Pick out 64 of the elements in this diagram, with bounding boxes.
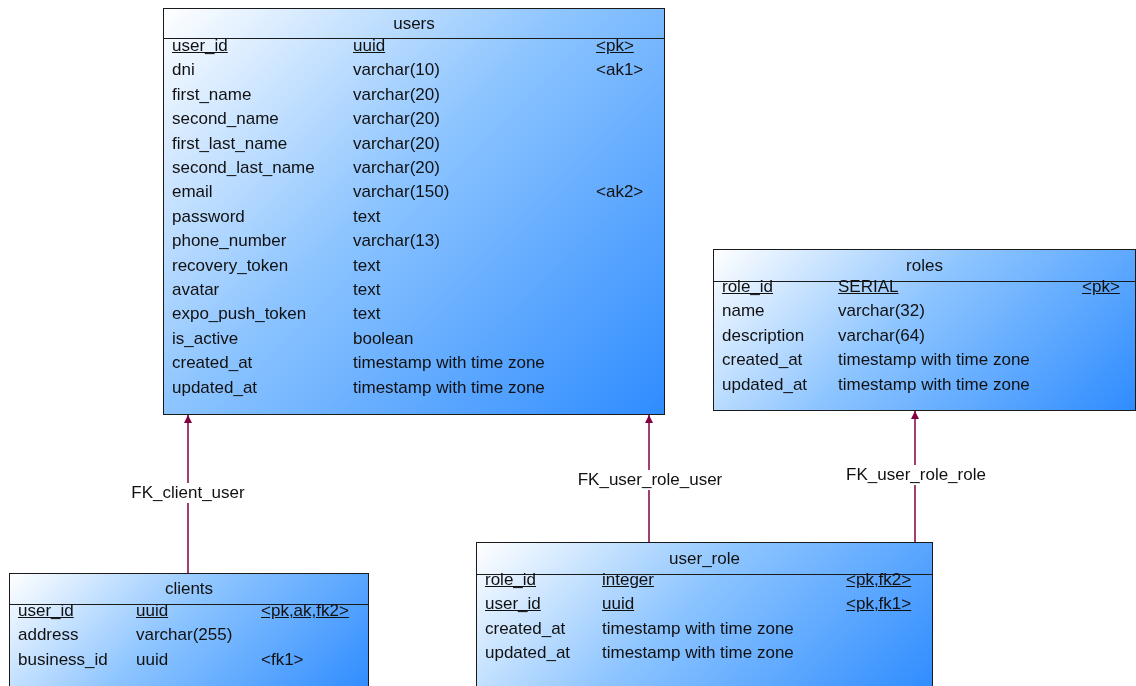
- column-type: varchar(150): [353, 182, 450, 203]
- edge-label: FK_user_role_role: [844, 465, 988, 485]
- table-title: clients: [10, 574, 368, 605]
- column-type: text: [353, 255, 381, 276]
- column-name: phone_number: [172, 231, 287, 252]
- column-type: uuid: [602, 594, 635, 615]
- column-type: text: [353, 206, 381, 227]
- key-marker: <ak2>: [596, 182, 644, 203]
- column-name: first_last_name: [172, 133, 288, 154]
- column-name: email: [172, 182, 213, 203]
- column-type: timestamp with time zone: [838, 350, 1030, 371]
- table-title: users: [164, 9, 664, 39]
- column-type: timestamp with time zone: [353, 377, 545, 398]
- column-name: dni: [172, 60, 195, 81]
- column-name: second_name: [172, 109, 279, 130]
- column-name: address: [18, 625, 79, 646]
- column-type: varchar(64): [838, 325, 925, 346]
- column-name: created_at: [172, 353, 253, 374]
- column-name: first_name: [172, 84, 252, 105]
- column-type: text: [353, 280, 381, 300]
- column-type: varchar(20): [353, 84, 440, 105]
- column-name: user_id: [485, 594, 541, 615]
- foreign-key-arrow: [184, 414, 192, 574]
- column-name: second_last_name: [172, 158, 315, 178]
- column-name: recovery_token: [172, 255, 289, 276]
- column-name: password: [172, 206, 245, 227]
- key-marker: <pk>: [596, 36, 634, 56]
- column-type: timestamp with time zone: [602, 643, 794, 664]
- column-name: updated_at: [485, 643, 571, 664]
- column-type: varchar(13): [353, 231, 440, 252]
- column-name: created_at: [722, 350, 803, 371]
- column-name: user_id: [172, 36, 228, 56]
- column-type: timestamp with time zone: [602, 618, 794, 639]
- column-type: timestamp with time zone: [838, 374, 1030, 395]
- column-name: updated_at: [172, 377, 258, 398]
- column-name: updated_at: [722, 374, 808, 395]
- column-type: uuid: [136, 649, 169, 670]
- column-name: avatar: [172, 280, 220, 300]
- column-name: created_at: [485, 618, 566, 639]
- table-title: roles: [714, 250, 1135, 282]
- table-title: user_role: [477, 543, 932, 575]
- table-box: [713, 249, 1136, 411]
- table-box: [9, 573, 369, 686]
- key-marker: <ak1>: [596, 60, 644, 81]
- column-type: varchar(32): [838, 301, 925, 322]
- column-name: description: [722, 325, 805, 346]
- column-type: varchar(255): [136, 625, 233, 646]
- column-type: varchar(20): [353, 109, 440, 130]
- column-type: varchar(20): [353, 133, 440, 154]
- column-name: name: [722, 301, 765, 322]
- key-marker: <fk1>: [261, 649, 304, 670]
- column-type: timestamp with time zone: [353, 353, 545, 374]
- edge-label: FK_client_user: [129, 483, 247, 503]
- key-marker: <pk,fk1>: [846, 594, 912, 615]
- column-name: business_id: [18, 649, 108, 670]
- column-type: varchar(10): [353, 60, 440, 81]
- column-type: varchar(20): [353, 158, 440, 178]
- column-name: expo_push_token: [172, 304, 307, 325]
- table-box: [476, 542, 933, 686]
- column-type: text: [353, 304, 381, 325]
- column-type: uuid: [353, 36, 386, 56]
- column-type: boolean: [353, 328, 414, 349]
- column-name: is_active: [172, 328, 239, 349]
- table-box: [163, 8, 665, 415]
